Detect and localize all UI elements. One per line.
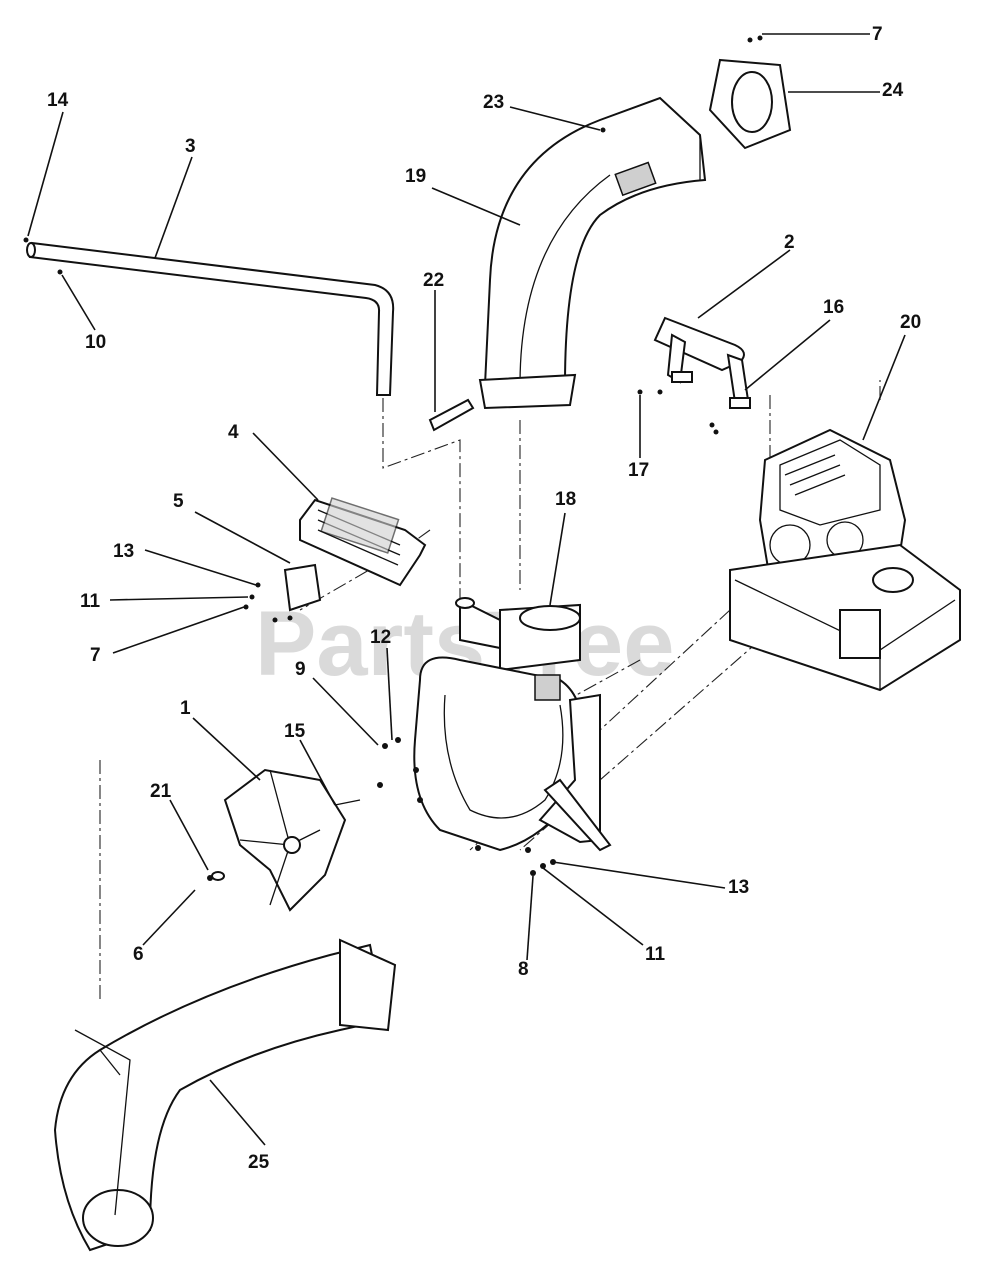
callout-10: 10 [85, 332, 106, 353]
callout-7-top: 7 [872, 24, 883, 45]
leader-lines [27, 33, 906, 1146]
blower-housing-part [413, 597, 612, 852]
callout-5: 5 [173, 491, 184, 512]
upper-handle-part [653, 316, 751, 409]
callout-21: 21 [150, 781, 172, 802]
callout-20: 20 [900, 312, 921, 333]
callout-12: 12 [370, 627, 391, 648]
hardware-dots [23, 35, 763, 881]
callout-8: 8 [518, 959, 529, 980]
callout-9: 9 [295, 659, 306, 680]
callout-11-right: 11 [645, 944, 666, 965]
callout-4: 4 [228, 422, 239, 443]
callout-16: 16 [823, 297, 844, 318]
callout-11-left: 11 [80, 591, 101, 612]
callout-3: 3 [185, 136, 196, 157]
handle-rod-part [26, 241, 395, 396]
callout-24: 24 [882, 80, 904, 101]
bracket-part [283, 563, 322, 612]
callout-13-right: 13 [728, 877, 749, 898]
callout-15: 15 [284, 721, 306, 742]
callout-18: 18 [555, 489, 576, 510]
callout-25: 25 [248, 1152, 270, 1173]
callout-1: 1 [180, 698, 191, 719]
callout-17: 17 [628, 460, 649, 481]
heat-shield-part [299, 497, 427, 587]
callout-6: 6 [133, 944, 144, 965]
callout-2: 2 [784, 232, 795, 253]
callout-13-left: 13 [113, 541, 134, 562]
callout-23: 23 [483, 92, 504, 113]
flange-ring-part [708, 58, 792, 150]
lower-hose-part [53, 938, 397, 1252]
callout-14: 14 [47, 90, 69, 111]
discharge-elbow-part [478, 96, 707, 410]
callouts: 14 3 10 23 7 24 19 22 2 16 20 17 4 5 18 … [47, 24, 921, 1173]
impeller-part [223, 768, 347, 912]
callout-22: 22 [423, 270, 444, 291]
callout-19: 19 [405, 166, 426, 187]
callout-7-left: 7 [90, 645, 101, 666]
engine-assembly-part [729, 428, 961, 692]
